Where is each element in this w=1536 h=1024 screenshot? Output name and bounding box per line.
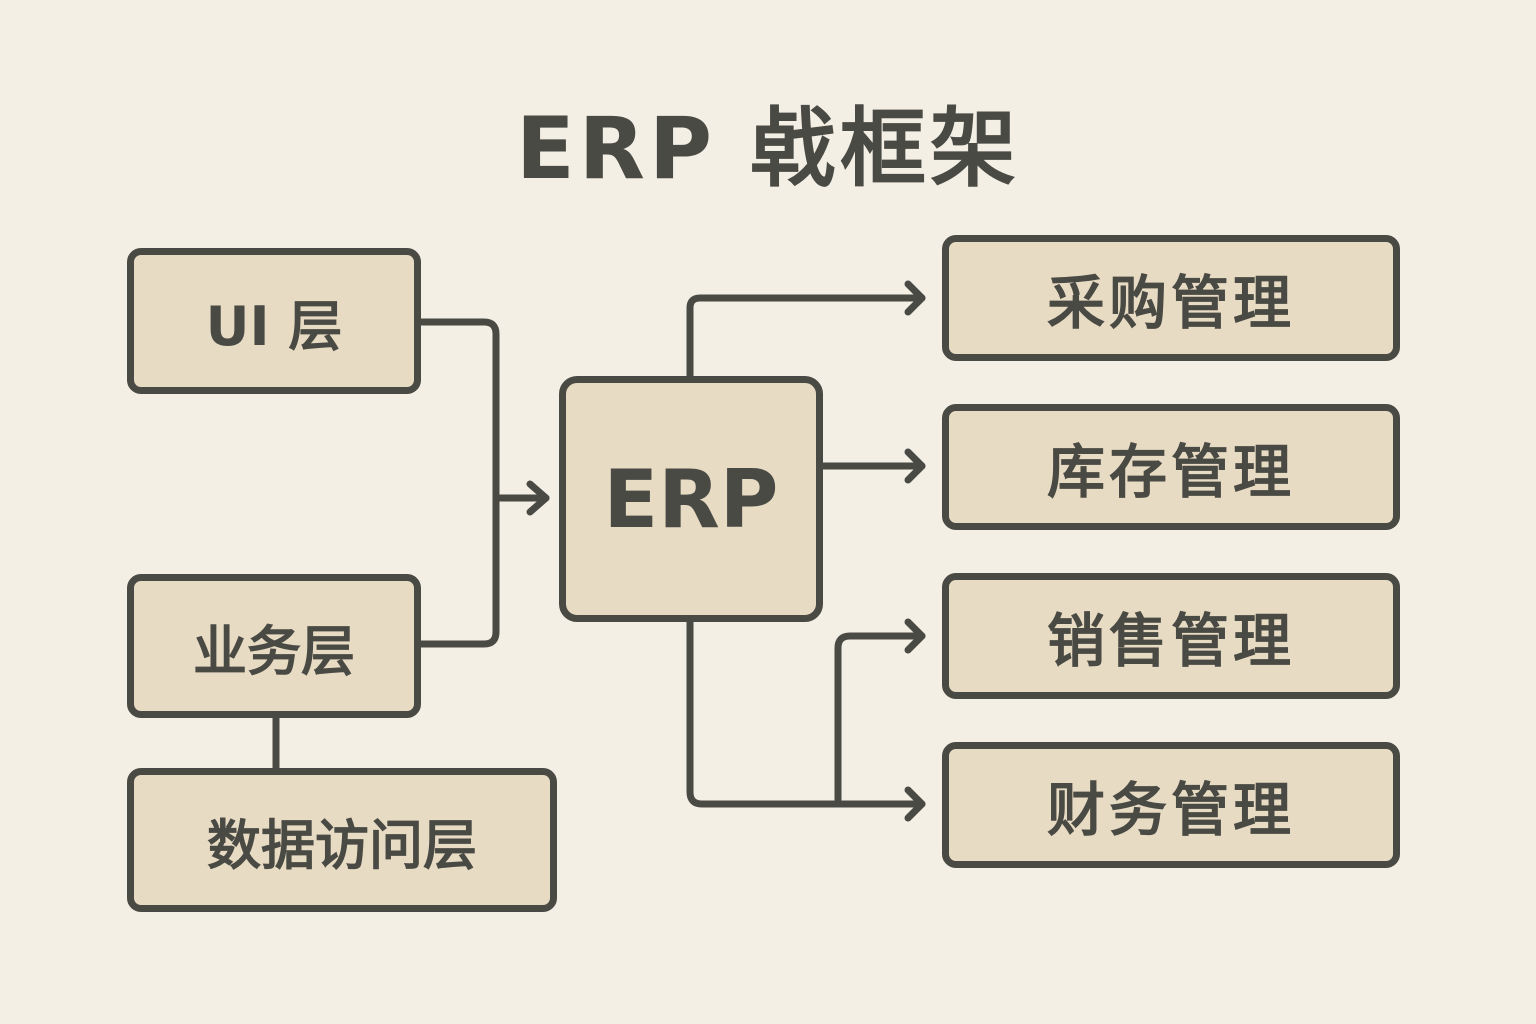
erp-core-label: ERP [603, 452, 779, 546]
connector-ui-to-trunk [416, 318, 500, 648]
business-layer-label: 业务层 [193, 619, 355, 683]
arrow-head-finance [904, 786, 926, 822]
arrow-head-erp [526, 480, 550, 516]
data-access-layer-label: 数据访问层 [207, 813, 477, 877]
ui-layer-label: UI 层 [205, 294, 343, 358]
business-layer-box: 业务层 [127, 574, 421, 718]
connector-branch-to-sales [834, 632, 926, 808]
module-label: 销售管理 [1046, 607, 1295, 675]
module-label: 库存管理 [1046, 438, 1295, 506]
data-access-layer-box: 数据访问层 [127, 768, 557, 912]
ui-layer-box: UI 层 [127, 248, 421, 394]
connector-erp-to-purchasing [686, 294, 926, 382]
module-box-purchasing: 采购管理 [942, 235, 1400, 361]
module-label: 采购管理 [1046, 269, 1295, 337]
module-box-inventory: 库存管理 [942, 404, 1400, 530]
erp-core-box: ERP [559, 376, 823, 622]
diagram-title: ERP 㦸框架 [516, 99, 1020, 199]
module-label: 财务管理 [1046, 776, 1295, 844]
module-box-sales: 销售管理 [942, 573, 1400, 699]
connector-erp-to-finance [686, 616, 926, 808]
module-box-finance: 财务管理 [942, 742, 1400, 868]
arrow-head-purchasing [904, 280, 926, 316]
arrow-head-inventory [904, 448, 926, 484]
arrow-head-sales [904, 618, 926, 654]
